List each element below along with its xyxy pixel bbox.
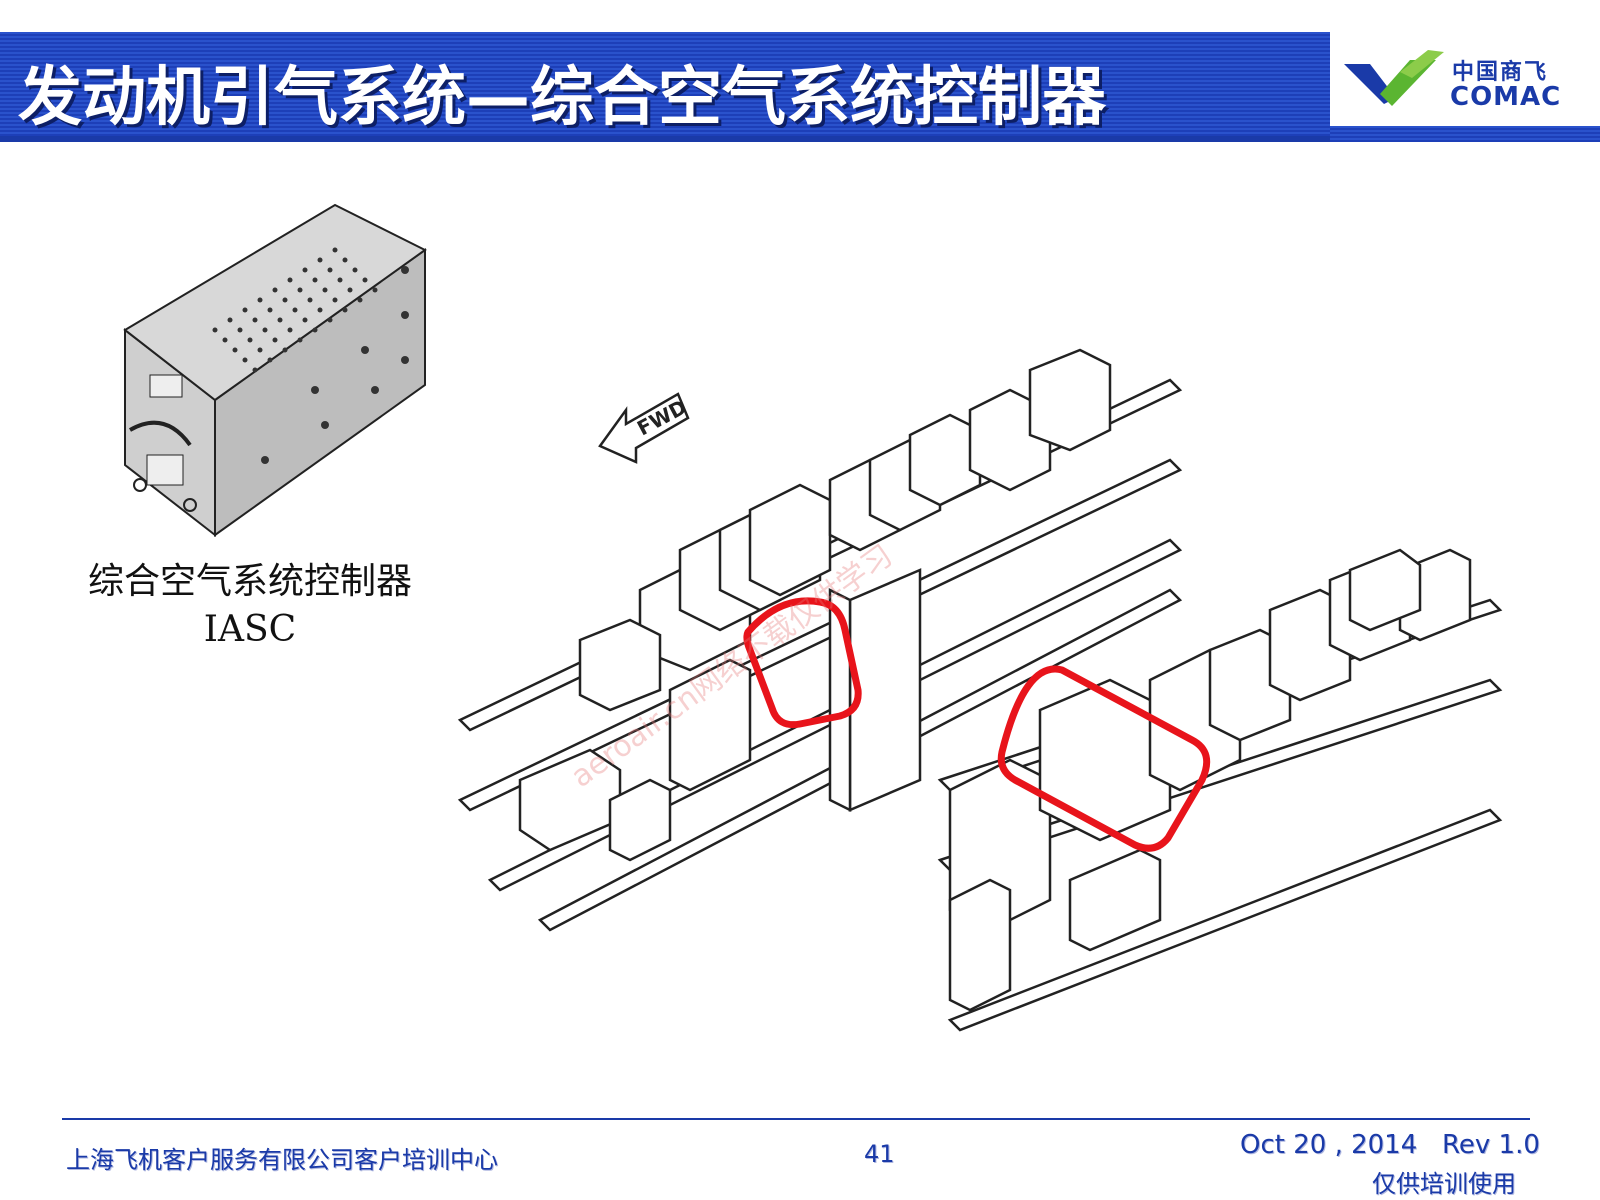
footer-organization: 上海飞机客户服务有限公司客户培训中心: [66, 1146, 498, 1174]
logo-english-text: COMAC: [1450, 82, 1562, 112]
iasc-caption-chinese: 综合空气系统控制器: [87, 561, 412, 602]
title-bar: 发动机引气系统—综合空气系统控制器: [0, 32, 1330, 142]
comac-logo-mark-icon: [1344, 50, 1444, 106]
footer-training-note: 仅供培训使用: [1372, 1170, 1516, 1198]
iasc-unit-illustration: [123, 203, 427, 538]
footer-revision: Rev 1.0: [1442, 1130, 1540, 1160]
iasc-caption: 综合空气系统控制器 IASC: [60, 558, 440, 654]
comac-logo: 中国商飞 COMAC: [1340, 42, 1590, 122]
footer-date: Oct 20 , 2014: [1240, 1130, 1418, 1160]
page-title: 发动机引气系统—综合空气系统控制器: [18, 61, 1106, 135]
header-strip: [1330, 126, 1600, 142]
logo-chinese-text: 中国商飞: [1452, 60, 1549, 85]
fwd-arrow-icon: FWD: [598, 392, 691, 464]
iasc-location-highlights: [743, 597, 1211, 852]
footer-divider: [62, 1118, 1530, 1120]
page-number: 41: [864, 1140, 895, 1168]
equipment-racks-illustration: [457, 348, 1503, 1032]
iasc-caption-english: IASC: [203, 609, 297, 650]
